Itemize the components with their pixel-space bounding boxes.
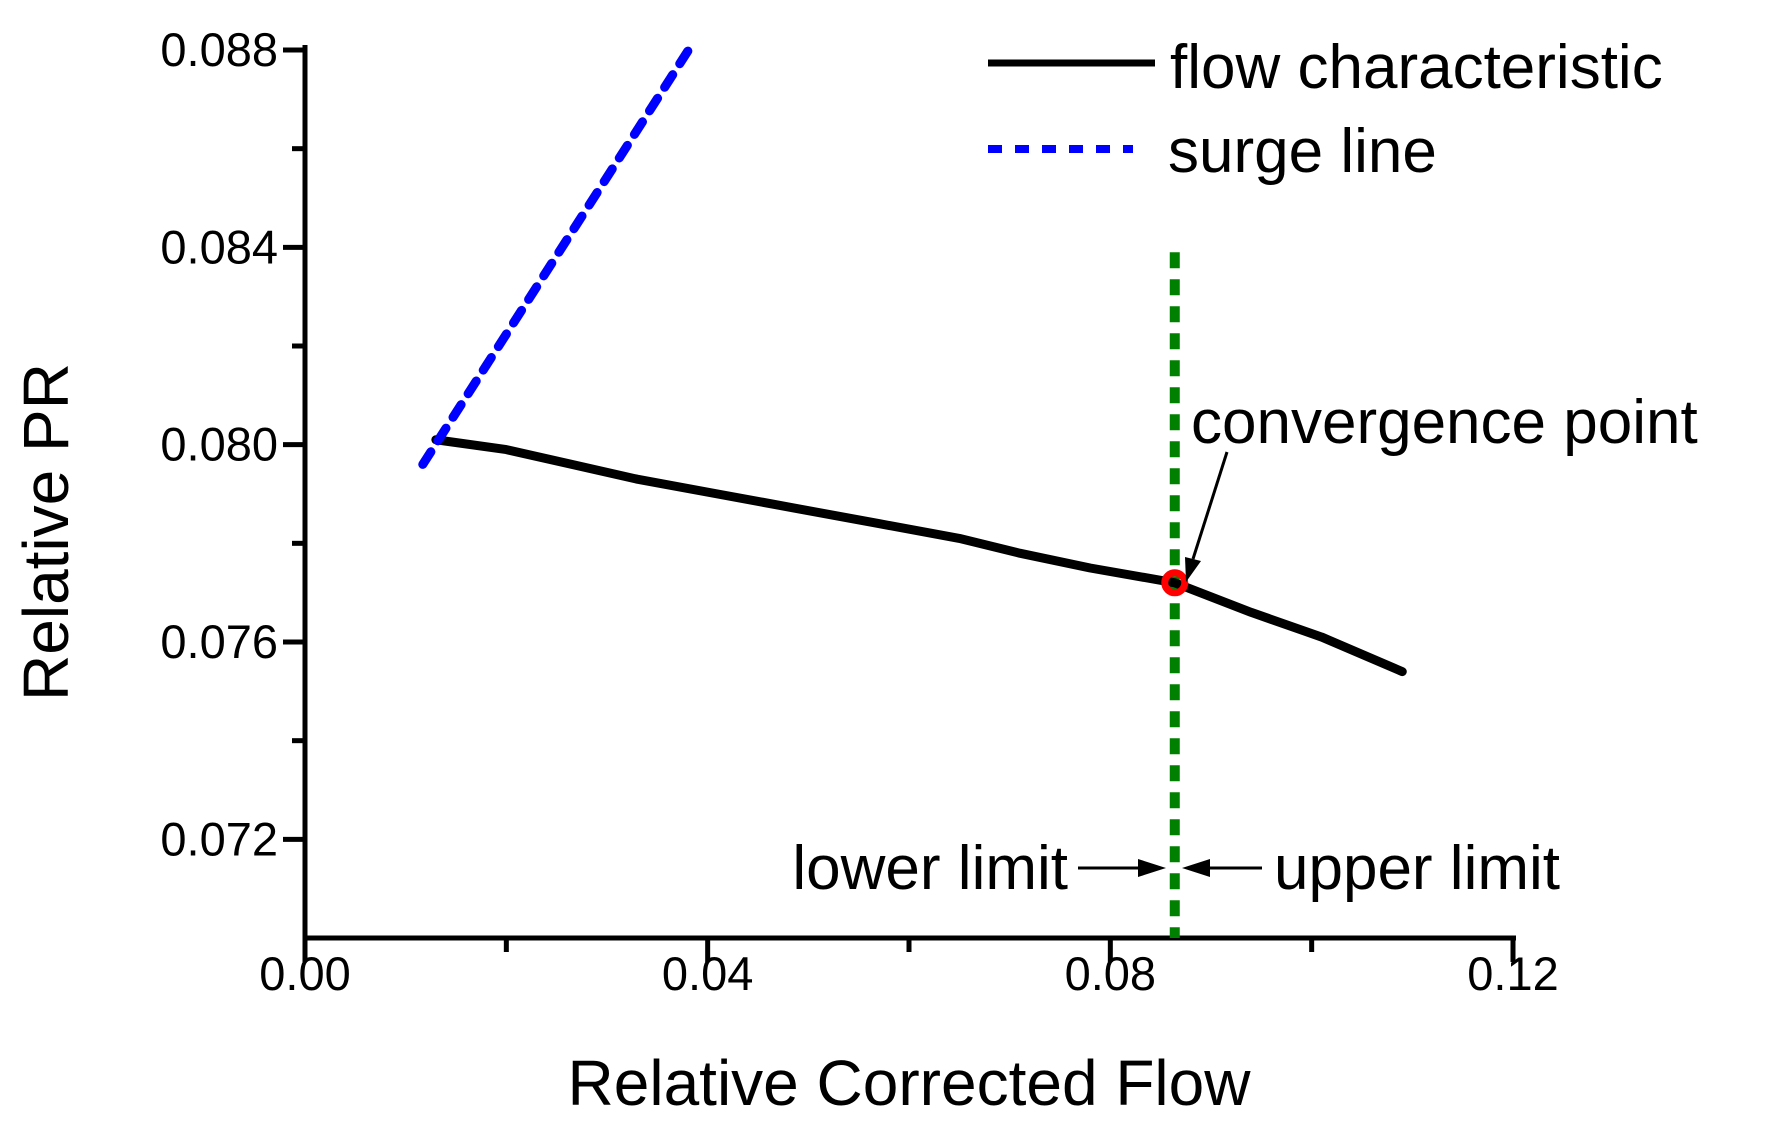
annotation-convergence-point: convergence point — [1185, 388, 1698, 582]
upper-limit-arrow-head — [1182, 859, 1210, 877]
lower-limit-arrow-head — [1138, 859, 1166, 877]
upper-limit-label: upper limit — [1274, 834, 1560, 903]
convergence-arrow-line — [1191, 451, 1229, 560]
plot-area: 0.00 0.04 0.08 0.12 0.072 0.076 0.080 0.084 0.08… — [160, 23, 1558, 1000]
x-tick-label: 0.12 — [1467, 947, 1558, 1000]
series-surge-line — [418, 45, 694, 469]
y-tick-label: 0.076 — [160, 615, 278, 668]
legend-label-flow-characteristic: flow characteristic — [1170, 33, 1663, 102]
legend: flow characteristic surge line — [988, 33, 1663, 186]
lower-limit-label: lower limit — [792, 834, 1068, 903]
annotation-lower-limit: lower limit — [792, 834, 1166, 903]
convergence-arrow-head — [1185, 557, 1201, 582]
y-tick-label: 0.084 — [160, 220, 278, 273]
x-axis-title: Relative Corrected Flow — [568, 1047, 1252, 1119]
y-tick-label: 0.072 — [160, 812, 278, 865]
x-tick-label: 0.08 — [1065, 947, 1156, 1000]
y-tick-label: 0.088 — [160, 23, 278, 76]
x-tick-label: 0.04 — [662, 947, 753, 1000]
x-tick-label: 0.00 — [259, 947, 350, 1000]
y-axis-title: Relative PR — [10, 363, 82, 701]
legend-label-surge-line: surge line — [1168, 117, 1437, 186]
convergence-point-marker — [1161, 569, 1189, 597]
y-tick-label: 0.080 — [160, 418, 278, 471]
series-flow-characteristic — [431, 435, 1407, 677]
convergence-point-label: convergence point — [1191, 388, 1698, 457]
annotation-upper-limit: upper limit — [1182, 834, 1560, 903]
